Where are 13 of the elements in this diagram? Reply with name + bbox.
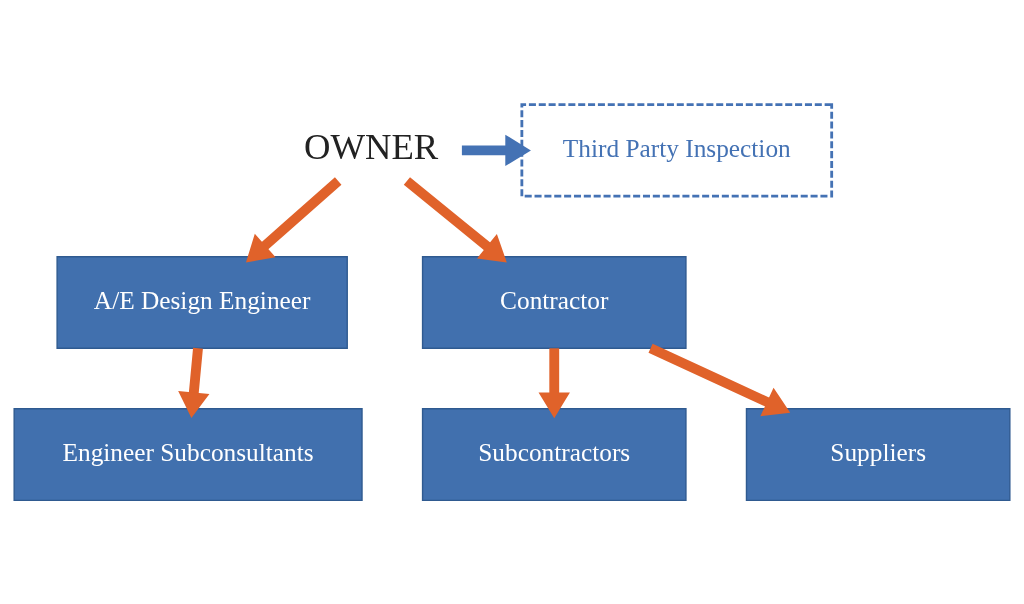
arrow (245, 176, 342, 262)
node-box: Engineer Subconsultants (13, 407, 363, 501)
node-box: A/E Design Engineer (56, 255, 348, 349)
node-text: OWNER (304, 125, 439, 167)
arrow (648, 343, 791, 416)
arrow (461, 134, 531, 166)
arrow (403, 176, 507, 262)
node-box: Third Party Inspection (520, 102, 834, 198)
arrow (538, 347, 570, 418)
node-box: Suppliers (745, 407, 1011, 501)
arrow (178, 347, 210, 418)
node-box: Subcontractors (421, 407, 687, 501)
node-box: Contractor (421, 255, 687, 349)
